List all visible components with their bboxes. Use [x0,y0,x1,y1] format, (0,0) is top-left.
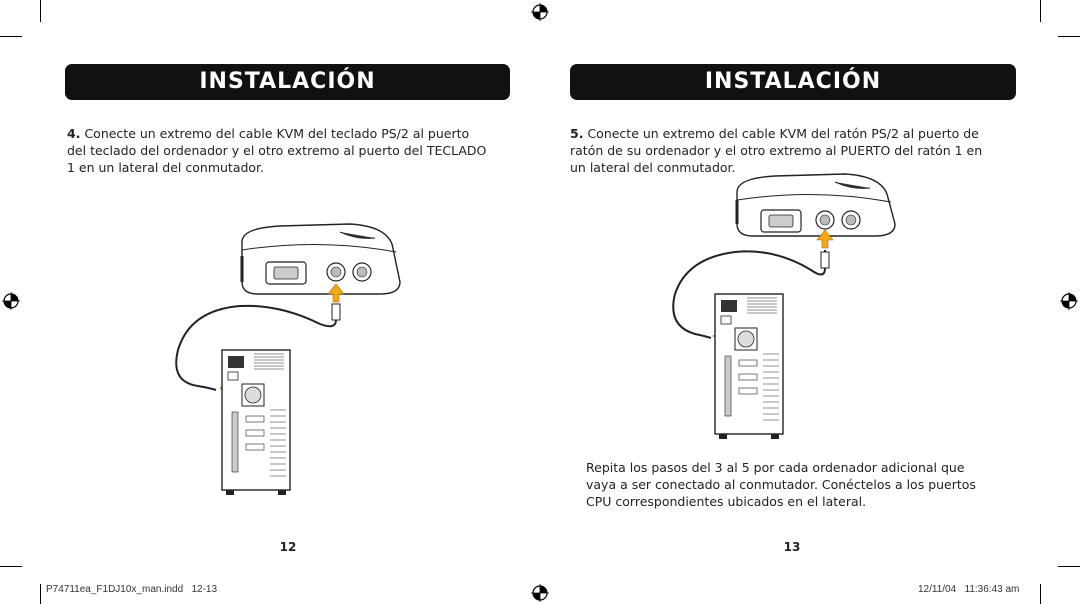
kvm-mouse-connection-illustration [672,173,896,439]
right-step-text: Conecte un extremo del cable KVM del rat… [570,126,983,175]
crop-mark [1058,566,1080,567]
right-step-number: 5. [570,126,584,141]
registration-mark-icon [531,584,549,602]
right-step-paragraph: 5. Conecte un extremo del cable KVM del … [570,125,998,176]
registration-mark-icon [2,292,20,310]
left-page-heading: INSTALACIÓN [65,64,510,100]
left-step-paragraph: 4. Conecte un extremo del cable KVM del … [67,125,492,176]
registration-mark-icon [1060,292,1078,310]
kvm-switch-illustration [240,223,401,295]
right-page-number: 13 [783,540,801,554]
crop-mark [0,36,22,37]
kvm-keyboard-connection-illustration [175,223,401,495]
kvm-switch-illustration [735,173,896,237]
crop-mark [40,584,41,604]
left-step-text: Conecte un extremo del cable KVM del tec… [67,126,487,175]
arrow-up-icon [327,283,345,303]
footer-timestamp: 12/11/04 11:36:43 am [918,584,1020,595]
arrow-up-icon [816,229,834,249]
computer-tower-illustration [221,349,291,495]
left-page-number: 12 [279,540,297,554]
crop-mark [1058,36,1080,37]
registration-mark-icon [531,3,549,21]
footer-file-info: P74711ea_F1DJ10x_man.indd 12-13 [46,584,218,595]
right-page-heading: INSTALACIÓN [570,64,1016,100]
crop-mark [0,566,22,567]
left-step-number: 4. [67,126,81,141]
crop-mark [1040,0,1041,22]
right-note-paragraph: Repita los pasos del 3 al 5 por cada ord… [586,460,976,509]
crop-mark [1040,584,1041,604]
computer-tower-illustration [714,293,784,439]
crop-mark [40,0,41,22]
